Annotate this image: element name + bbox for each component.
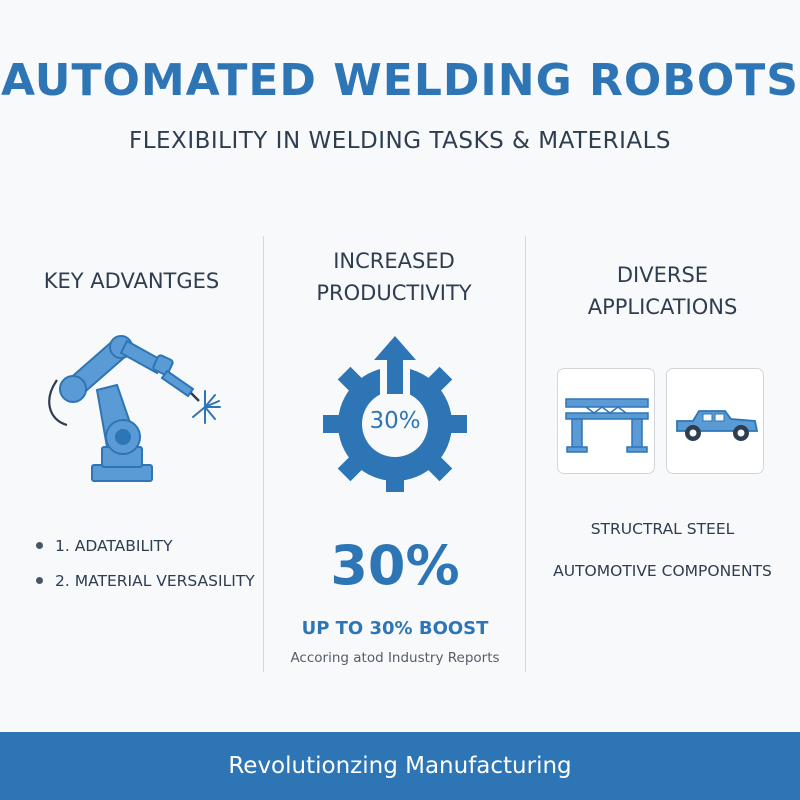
column-divider-right bbox=[525, 236, 526, 672]
car-icon bbox=[676, 410, 759, 441]
steel-card bbox=[557, 368, 655, 474]
list-item: 2. MATERIAL VERSASILITY bbox=[36, 563, 255, 598]
application-item-automotive: AUTOMOTIVE COMPONENTS bbox=[553, 562, 772, 580]
page-subtitle: FLEXIBILITY IN WELDING TASKS & MATERIALS bbox=[128, 128, 672, 154]
footer-banner: Revolutionzing Manufacturing bbox=[0, 732, 800, 800]
page-title: AUTOMATED WELDING ROBOTS bbox=[1, 55, 799, 106]
advantages-heading: KEY ADVANTGES bbox=[43, 269, 220, 293]
productivity-heading: INCREASED PRODUCTIVITY bbox=[316, 249, 472, 305]
productivity-source: Accoring atod Industry Reports bbox=[290, 650, 500, 666]
footer-text: Revolutionzing Manufacturing bbox=[228, 753, 572, 779]
robot-arm-icon bbox=[48, 335, 221, 482]
applications-heading: DIVERSE APPLICATIONS bbox=[587, 263, 738, 319]
bullet-icon bbox=[36, 542, 43, 549]
productivity-boost: UP TO 30% BOOST bbox=[301, 618, 489, 639]
steel-beam-icon bbox=[565, 398, 649, 453]
automotive-card bbox=[666, 368, 764, 474]
bullet-icon bbox=[36, 577, 43, 584]
gear-value: 30% bbox=[369, 408, 421, 434]
column-divider-left bbox=[263, 236, 264, 672]
gear-arrow-icon bbox=[323, 336, 467, 492]
application-item-steel: STRUCTRAL STEEL bbox=[590, 520, 735, 538]
advantages-list: 1. ADATABILITY 2. MATERIAL VERSASILITY bbox=[36, 528, 255, 598]
productivity-big-value: 30% bbox=[330, 534, 460, 597]
list-item: 1. ADATABILITY bbox=[36, 528, 255, 563]
